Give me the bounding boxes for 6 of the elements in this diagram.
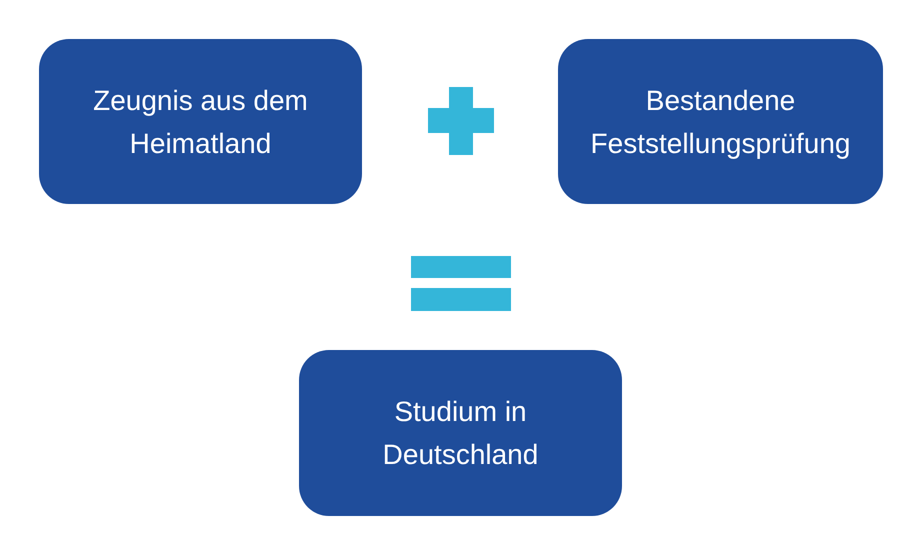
rounded-box xyxy=(39,39,362,204)
box-label: Zeugnis aus dem Heimatland xyxy=(92,84,309,160)
box-label: Bestandene Feststellungsprüfung xyxy=(590,84,852,161)
box-label: Studium in Deutschland xyxy=(382,395,540,472)
rounded-box xyxy=(558,39,883,204)
rounded-box xyxy=(299,350,622,516)
